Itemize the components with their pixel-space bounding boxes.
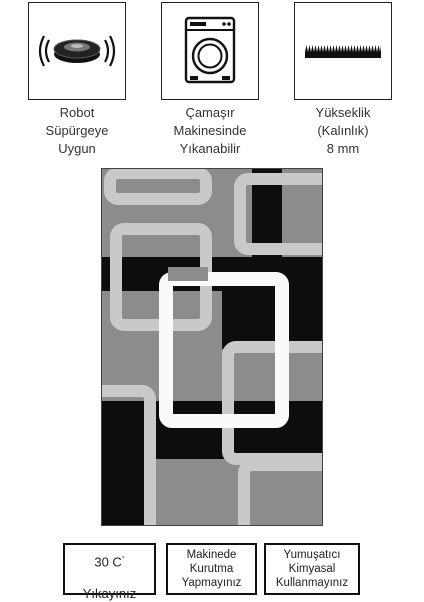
pile-height-box: [294, 2, 392, 100]
robot-vacuum-box: [28, 2, 126, 100]
washing-machine-icon: [184, 16, 236, 84]
wash-label: Yıkayınız: [82, 586, 137, 602]
pile-height-icon: [305, 45, 381, 58]
no-tumble-dry-text: Makinede Kurutma Yapmayınız: [181, 549, 242, 589]
no-softener-text: Yumuşatıcı Kimyasal Kullanmayınız: [275, 549, 349, 589]
pile-height-label: Yükseklik (Kalınlık) 8 mm: [315, 105, 371, 156]
wash-temp: 30 C: [94, 554, 122, 570]
degree-symbol: °: [121, 555, 125, 563]
washing-machine-box: [161, 2, 259, 100]
rug-pattern: [102, 169, 322, 525]
wash-30-text: 30 C° Yıkayınız: [83, 536, 136, 602]
washing-machine-label: Çamaşır Makinesinde Yıkanabilir: [173, 105, 247, 156]
no-tumble-dry-box: Makinede Kurutma Yapmayınız: [166, 543, 257, 595]
rug-image: [101, 168, 323, 526]
robot-vacuum-label: Robot Süpürgeye Uygun: [45, 105, 109, 156]
no-softener-box: Yumuşatıcı Kimyasal Kullanmayınız: [264, 543, 360, 595]
wash-30-box: 30 C° Yıkayınız: [63, 543, 156, 601]
robot-vacuum-icon: [38, 35, 116, 67]
